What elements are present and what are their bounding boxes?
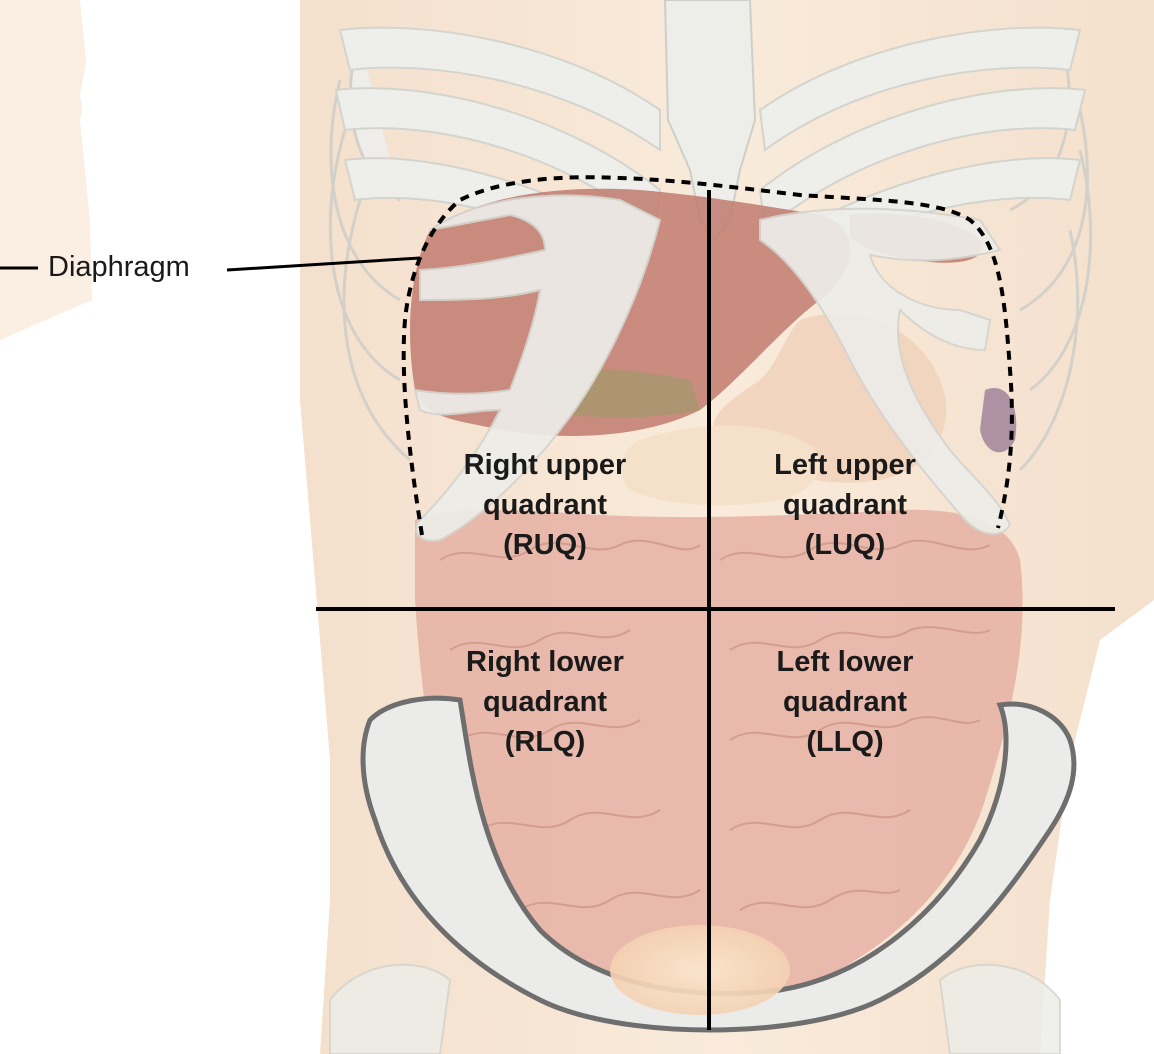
- ruq-label-line3: (RUQ): [503, 529, 587, 561]
- femoral-heads: [329, 963, 1061, 1054]
- llq-label-line3: (LLQ): [806, 726, 884, 758]
- rlq-label-line1: Right lower: [466, 646, 624, 678]
- llq-label: Left lower quadrant (LLQ): [730, 642, 960, 762]
- intestine-folds: [439, 539, 991, 911]
- ruq-label: Right upper quadrant (RUQ): [430, 445, 660, 565]
- luq-label-line1: Left upper: [774, 449, 916, 481]
- luq-label: Left upper quadrant (LUQ): [730, 445, 960, 565]
- right-costal-margin: [413, 194, 662, 542]
- pelvis: [360, 695, 1077, 1033]
- rlq-label-line3: (RLQ): [504, 726, 586, 758]
- ruq-label-line2: quadrant: [482, 489, 608, 521]
- luq-label-line2: quadrant: [782, 489, 908, 521]
- diaphragm-outline: [401, 175, 1014, 536]
- pancreas: [621, 425, 820, 506]
- spleen: [980, 388, 1017, 453]
- rlq-label: Right lower quadrant (RLQ): [430, 642, 660, 762]
- diaphragm-leader-right: [226, 256, 421, 272]
- luq-label-line3: (LUQ): [804, 529, 886, 561]
- llq-label-line1: Left lower: [776, 646, 914, 678]
- left-arm: [0, 0, 92, 340]
- llq-label-line2: quadrant: [782, 686, 908, 718]
- left-costal-margin: [759, 207, 1012, 535]
- ruq-label-line1: Right upper: [463, 449, 627, 481]
- diaphragm-label: Diaphragm: [48, 251, 190, 283]
- bladder: [610, 925, 790, 1015]
- fade-overlay: [300, 0, 1154, 1054]
- arm-gap: [80, 0, 190, 300]
- rlq-label-line2: quadrant: [482, 686, 608, 718]
